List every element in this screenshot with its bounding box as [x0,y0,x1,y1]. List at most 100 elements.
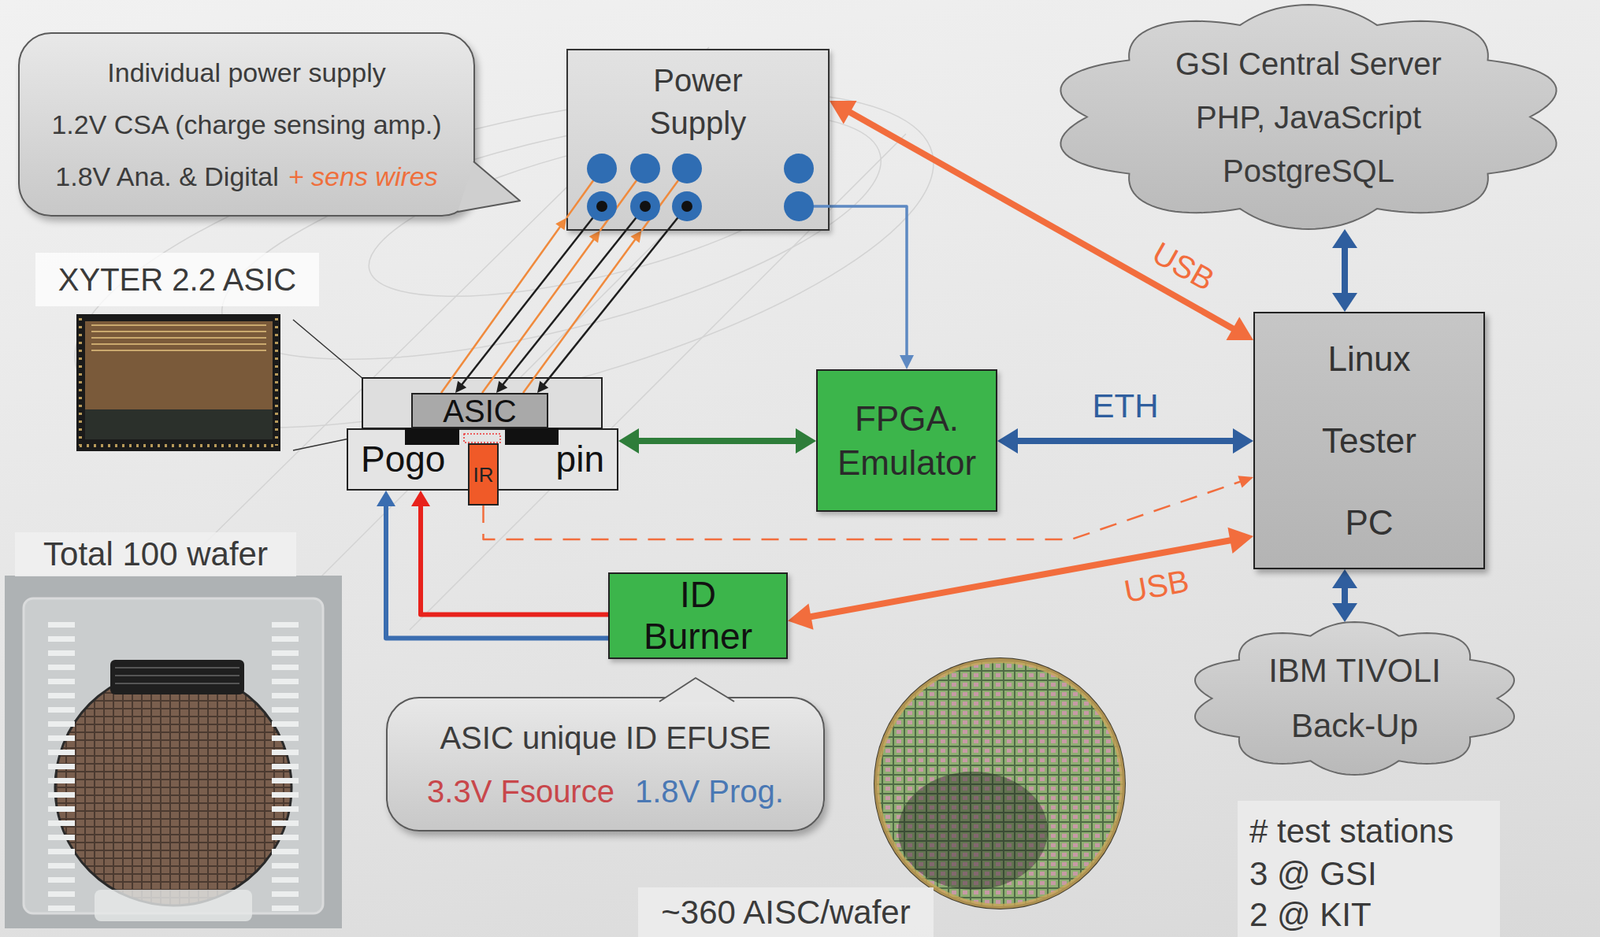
arrowhead [829,100,857,125]
callout-tail [19,33,28,42]
reflection [898,772,1048,891]
node-text: Power Supply [649,59,747,145]
node-text: ID Burner [643,574,753,658]
cloud-shape [1188,622,1521,776]
wafer-box-photo [4,575,342,929]
connector [829,206,914,370]
arrowhead [1226,316,1254,341]
fpga-box: FPGA. Emulator [816,369,998,513]
power-supply-box: Power Supply [566,48,830,231]
caption-label: XYTER 2.2 ASIC [35,252,320,307]
node-text: pin [556,439,605,480]
arrowhead [1332,603,1358,623]
connector [376,490,609,639]
node-text: 3.3V Fsource [426,764,615,819]
text-row: 1.2V CSA (charge sensing amp.) [51,98,442,151]
tester-pc-box: Linux Tester PC [1253,311,1485,570]
terminal-center [681,200,693,212]
chip-body [85,321,273,410]
connector [1332,569,1358,623]
connector-line [523,237,638,394]
terminal [671,191,702,222]
node-text: ASIC unique ID EFUSE [439,711,771,765]
chip-frame [76,314,281,452]
terminal [671,153,702,184]
wafer-rim [873,657,1126,910]
wafer-dies [876,660,1123,907]
text-row: 1.8V Ana. & Digital+ sens wires [55,150,438,203]
terminal [586,191,617,222]
asic-chip: ASIC [411,393,549,429]
arrowhead [376,490,396,507]
wafer-photo [873,657,1126,910]
wire-stub [667,206,687,231]
terminal-center [639,200,651,212]
node-text: Linux Tester PC [1321,318,1417,565]
speech-bubble: ASIC unique ID EFUSE3.3V Fsource1.8V Pro… [386,697,825,832]
cloud-outline [1195,622,1515,776]
node-text: Individual power supply [107,46,386,99]
cloud-outline [1060,4,1556,230]
terminal [783,191,814,222]
caption-label: 3 @ GSI [1249,853,1494,896]
connector-line [420,501,609,616]
connector-line [632,438,802,445]
caption-label: 2 @ KIT [1249,894,1494,937]
cloud: IBM TIVOLI Back-Up [1188,622,1521,776]
terminal [586,153,617,184]
connector-line [804,539,1238,619]
arrowhead [1332,293,1358,312]
connector-line [386,501,609,639]
connector [997,428,1254,454]
caption-label: Total 100 wafer [14,532,297,577]
arrowhead [795,428,817,454]
callout-tail-fill [659,678,735,702]
wafer-box [23,598,323,914]
chip-bumps [79,444,278,448]
node-text: 1.2V CSA (charge sensing amp.) [51,98,442,151]
edge-label: USB [1121,563,1192,610]
socket-pads [348,430,357,439]
arrowhead [1332,569,1358,589]
speech-bubble: Individual power supply1.2V CSA (charge … [18,32,476,217]
node-text: IR [473,464,494,486]
arrowhead [496,381,508,394]
connector [441,218,567,394]
terminal [630,191,661,222]
arrowhead [411,490,431,507]
node-text: PHP, JavaScript [1195,90,1422,145]
text-row: ASIC unique ID EFUSE [439,711,771,765]
arrowhead [630,230,642,243]
connector [455,230,583,394]
callout-tail [387,698,396,707]
connector-line [501,230,626,387]
connector-line [1011,438,1240,445]
chip-stripes [91,325,267,351]
slot-comb [48,622,75,914]
caption-label: ~360 AISC/wafer [638,887,934,937]
ir-sensor: IR [467,443,499,506]
node-text: + sens wires [288,150,439,203]
connector [537,230,668,394]
connector [411,490,609,616]
connector-line [829,206,907,360]
slot-comb [271,622,299,914]
arrowhead [1237,475,1254,488]
terminal [783,153,814,184]
wire-stub [582,206,602,231]
box-latch [94,890,253,922]
arrowhead [589,230,601,243]
wire-stub [641,168,687,231]
wire-stub [798,204,830,208]
terminal-center [596,200,608,212]
contact-pad [504,428,559,446]
connector [618,428,817,454]
wafer-reflection [898,772,1048,891]
terminal [630,153,661,184]
callout-tail-outline [659,678,735,702]
connector-line [1341,242,1348,299]
edge-label: USB [1146,234,1221,298]
wafer-edges [115,668,240,684]
leader-line [293,319,364,380]
